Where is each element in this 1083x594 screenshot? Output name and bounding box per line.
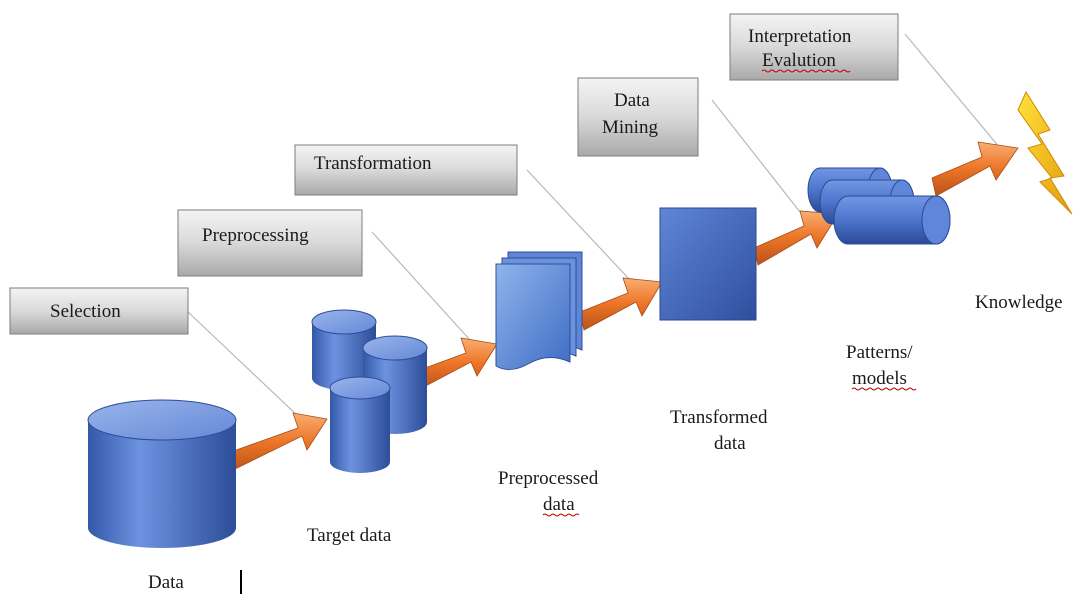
step-label-evalution: Evalution	[762, 50, 836, 71]
caption-transformed-data: data	[714, 433, 746, 454]
target-data-cylinders-icon	[311, 309, 428, 473]
spellcheck-underline	[761, 69, 851, 73]
cylinder-back	[311, 309, 377, 390]
step-box-selection: Selection	[9, 287, 189, 335]
spellcheck-underline	[851, 387, 917, 391]
step-box-data-mining: Data Mining	[577, 77, 699, 157]
caption-patterns: Patterns/	[846, 342, 913, 363]
leader-line-transformation	[526, 169, 631, 281]
cylinder-front	[329, 376, 391, 473]
step-label-mining: Mining	[602, 117, 658, 138]
caption-knowledge: Knowledge	[975, 292, 1063, 313]
step-label-preprocessing: Preprocessing	[202, 225, 309, 246]
caption-data: Data	[148, 572, 184, 593]
h-cylinder-3	[833, 195, 951, 245]
leader-line-preprocessing	[371, 231, 471, 341]
leader-lines	[187, 33, 1001, 419]
step-box-interpretation: Interpretation Evalution	[729, 13, 899, 81]
transformed-data-square-icon	[659, 207, 757, 321]
caption-target-data: Target data	[307, 525, 392, 546]
caption-transformed: Transformed	[670, 407, 768, 428]
step-label-transformation: Transformation	[314, 153, 432, 174]
leader-line-selection	[187, 311, 301, 419]
caption-preprocessed-data: data	[543, 494, 575, 515]
patterns-models-cylinders-icon	[807, 167, 951, 245]
step-label-interpretation: Interpretation	[748, 26, 852, 47]
arrow-4	[753, 210, 839, 266]
spellcheck-underline	[542, 513, 580, 517]
arrow-1	[224, 412, 328, 473]
data-cylinder-icon	[87, 399, 237, 548]
step-label-data: Data	[614, 90, 650, 111]
step-box-transformation: Transformation	[294, 144, 518, 196]
step-box-preprocessing: Preprocessing	[177, 209, 363, 277]
caption-preprocessed: Preprocessed	[498, 468, 599, 489]
arrow-3	[579, 277, 663, 331]
knowledge-lightning-icon	[1017, 90, 1073, 215]
leader-line-mining	[711, 99, 801, 213]
preprocessed-documents-icon	[495, 251, 583, 370]
leader-line-interpretation	[904, 33, 1001, 149]
caption-models: models	[852, 368, 907, 389]
step-label-selection: Selection	[50, 301, 121, 322]
arrow-5	[931, 141, 1019, 197]
